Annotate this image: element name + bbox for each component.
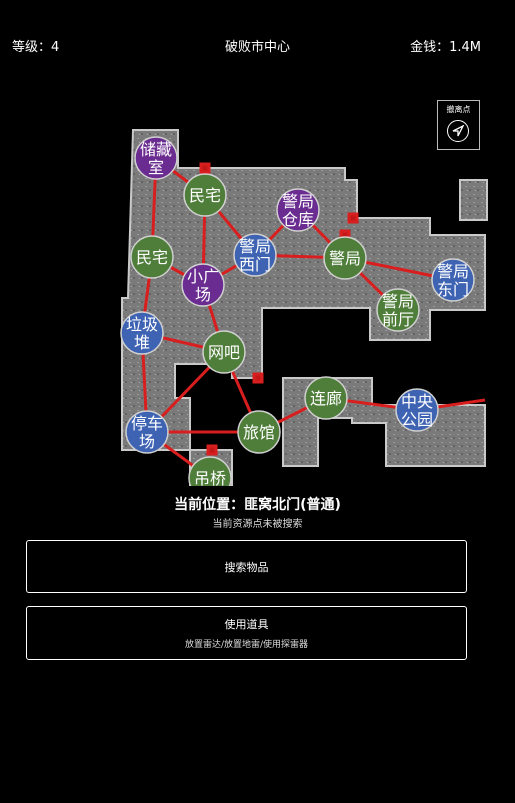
map-node-circle [233, 233, 277, 277]
evacuation-button[interactable]: 撤离点 [437, 100, 480, 150]
map-node-label: 吊桥 [194, 469, 226, 486]
map-node-label: 警局 [239, 237, 271, 256]
map-node-label: 网吧 [208, 343, 240, 362]
door-marker [206, 444, 218, 456]
map-node-label: 仓库 [282, 210, 314, 229]
map-node-circle [276, 188, 320, 232]
map-node-label: 公园 [401, 410, 433, 429]
map-node-label: 场 [139, 432, 155, 451]
location-title: 破败市中心 [224, 40, 290, 55]
map-node-label: 警局 [329, 249, 361, 268]
level-label: 等级：4 [12, 40, 60, 55]
map-node-label: 储藏 [140, 140, 172, 159]
use-item-label: 使用道具 [224, 618, 269, 631]
map-node-circle [134, 136, 178, 180]
navigation-arrow-icon [447, 120, 469, 142]
door-marker [347, 212, 359, 224]
map-node-parking[interactable]: 停车场 [125, 410, 169, 454]
map-node-circle [323, 236, 367, 280]
map-node-circle [181, 263, 225, 307]
map-node-label: 东门 [437, 280, 469, 299]
door-marker [252, 372, 264, 384]
map-node-hotel[interactable]: 旅馆 [237, 410, 281, 454]
map-node-circle [183, 173, 227, 217]
map-node-dump[interactable]: 垃圾堆 [120, 311, 164, 355]
map-node-circle [125, 410, 169, 454]
search-status: 当前资源点未被搜索 [212, 519, 303, 530]
map-node-label: 堆 [134, 333, 150, 352]
map-node-netcafe[interactable]: 网吧 [202, 330, 246, 374]
map-node-circle [120, 311, 164, 355]
map-node-label: 室 [148, 158, 164, 177]
map-node-small-square[interactable]: 小广场 [181, 263, 225, 307]
map-node-label: 警局 [382, 292, 414, 311]
area-map: 储藏室民宅警局仓库民宅警局西门警局警局东门小广场警局前厅垃圾堆网吧连廊中央公园停… [120, 129, 488, 486]
map-node-corridor[interactable]: 连廊 [304, 376, 348, 420]
map-node-label: 警局 [437, 262, 469, 281]
map-node-circle [130, 235, 174, 279]
map-node-circle [304, 376, 348, 420]
map-node-label: 民宅 [136, 248, 168, 267]
map-node-label: 警局 [282, 192, 314, 211]
map-node-label: 旅馆 [243, 423, 275, 442]
use-item-subtitle: 放置雷达/放置地雷/使用探雷器 [184, 640, 309, 650]
map-node-circle [188, 456, 232, 486]
map-node-house2[interactable]: 民宅 [130, 235, 174, 279]
search-items-label: 搜索物品 [224, 561, 269, 574]
map-node-label: 小广 [187, 267, 219, 286]
map-node-label: 中央 [401, 392, 433, 411]
money-label: 金钱：1.4M [410, 40, 481, 55]
map-node-suspension-bridge[interactable]: 吊桥 [188, 456, 232, 486]
map-node-circle [431, 258, 475, 302]
door-marker [199, 162, 211, 174]
map-node-label: 民宅 [189, 186, 221, 205]
map-node-circle [202, 330, 246, 374]
evacuation-label: 撤离点 [446, 105, 471, 114]
map-node-police[interactable]: 警局 [323, 236, 367, 280]
map-node-label: 停车 [131, 414, 163, 433]
map-node-circle [376, 288, 420, 332]
map-node-circle [395, 388, 439, 432]
map-nodes: 储藏室民宅警局仓库民宅警局西门警局警局东门小广场警局前厅垃圾堆网吧连廊中央公园停… [120, 136, 475, 486]
map-node-label: 西门 [239, 255, 271, 274]
search-items-button[interactable]: 搜索物品 [26, 540, 467, 593]
map-node-house1[interactable]: 民宅 [183, 173, 227, 217]
use-item-button[interactable]: 使用道具 放置雷达/放置地雷/使用探雷器 [26, 606, 467, 660]
map-node-label: 场 [195, 285, 211, 304]
current-position: 当前位置：匪窝北门(普通) [174, 497, 341, 513]
map-node-storage[interactable]: 储藏室 [134, 136, 178, 180]
map-node-circle [237, 410, 281, 454]
map-node-label: 垃圾 [126, 315, 158, 334]
map-node-label: 前厅 [382, 310, 414, 329]
map-node-label: 连廊 [310, 389, 342, 408]
